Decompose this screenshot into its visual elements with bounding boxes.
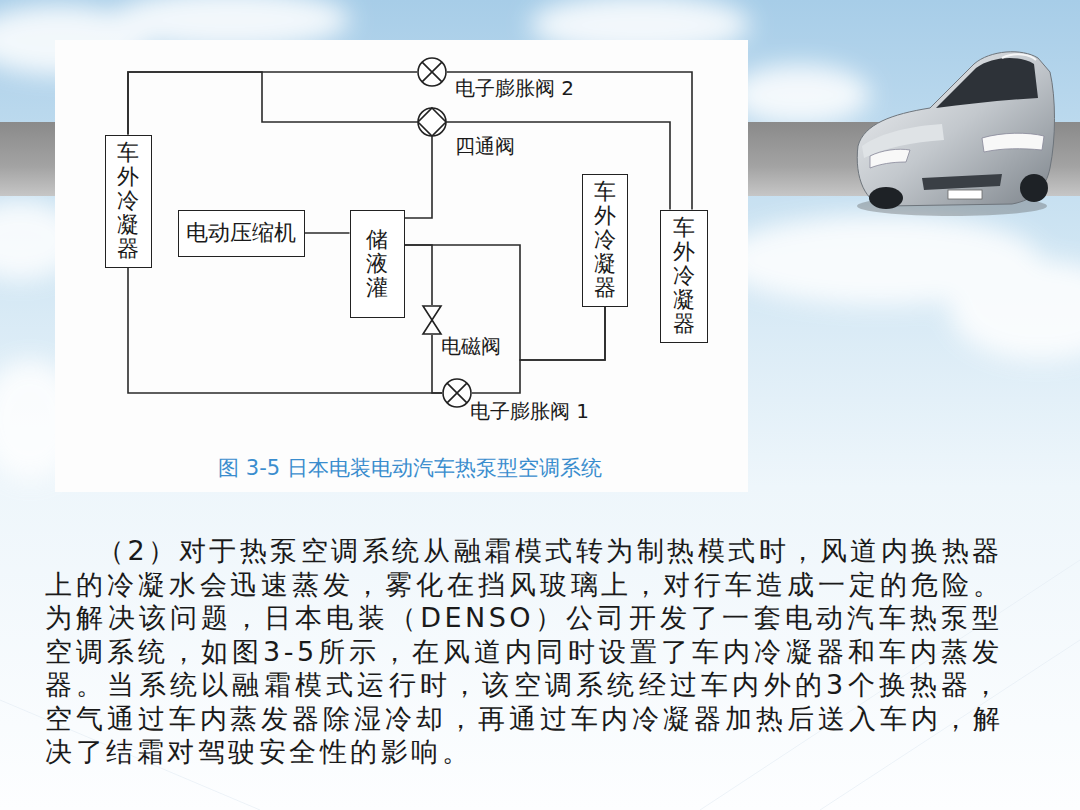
valve-symbol xyxy=(417,107,447,137)
body-paragraph: （2）对于热泵空调系统从融霜模式转为制热模式时，风道内换热器上的冷凝水会迅速蒸发… xyxy=(45,534,1003,769)
condenser-box: 车外冷凝器 xyxy=(105,135,152,268)
valve-label: 电磁阀 xyxy=(441,334,501,358)
box-label: 储液灌 xyxy=(366,228,388,301)
valve-symbol xyxy=(442,378,472,408)
paragraph-text: （2）对于热泵空调系统从融霜模式转为制热模式时，风道内换热器上的冷凝水会迅速蒸发… xyxy=(45,535,1003,767)
valve-symbol xyxy=(417,57,447,87)
receiver-box: 储液灌 xyxy=(350,210,405,318)
valve-label: 四通阀 xyxy=(455,134,515,158)
condenser-box: 车外冷凝器 xyxy=(660,210,708,343)
valve-label: 电子膨胀阀 2 xyxy=(455,76,574,100)
box-label: 车外冷凝器 xyxy=(673,216,695,337)
pipe-line xyxy=(447,122,670,210)
valve-label: 电子膨胀阀 1 xyxy=(470,399,589,423)
compressor-box: 电动压缩机 xyxy=(178,210,305,257)
pipe-line xyxy=(305,232,350,234)
four-way-valve: 四通阀 xyxy=(417,107,447,137)
pipe-line xyxy=(405,245,433,305)
figure-caption: 图 3-5 日本电装电动汽车热泵型空调系统 xyxy=(150,454,670,482)
pipe-line xyxy=(405,137,433,218)
condenser-box: 车外冷凝器 xyxy=(582,174,628,307)
pipe-line xyxy=(128,72,417,135)
pipe-line xyxy=(447,72,692,210)
figure-panel xyxy=(55,40,748,492)
expansion-valve: 电子膨胀阀 2 xyxy=(417,57,447,87)
car-picture xyxy=(857,52,1055,216)
pipe-line xyxy=(432,335,442,393)
pipe-line xyxy=(405,245,606,360)
expansion-valve: 电子膨胀阀 1 xyxy=(442,378,472,408)
pipe-line xyxy=(128,72,417,135)
box-label: 电动压缩机 xyxy=(186,220,296,246)
box-label: 车外冷凝器 xyxy=(117,141,139,262)
valve-symbol xyxy=(422,305,442,335)
solenoid-valve: 电磁阀 xyxy=(422,305,442,335)
box-label: 车外冷凝器 xyxy=(594,180,616,301)
